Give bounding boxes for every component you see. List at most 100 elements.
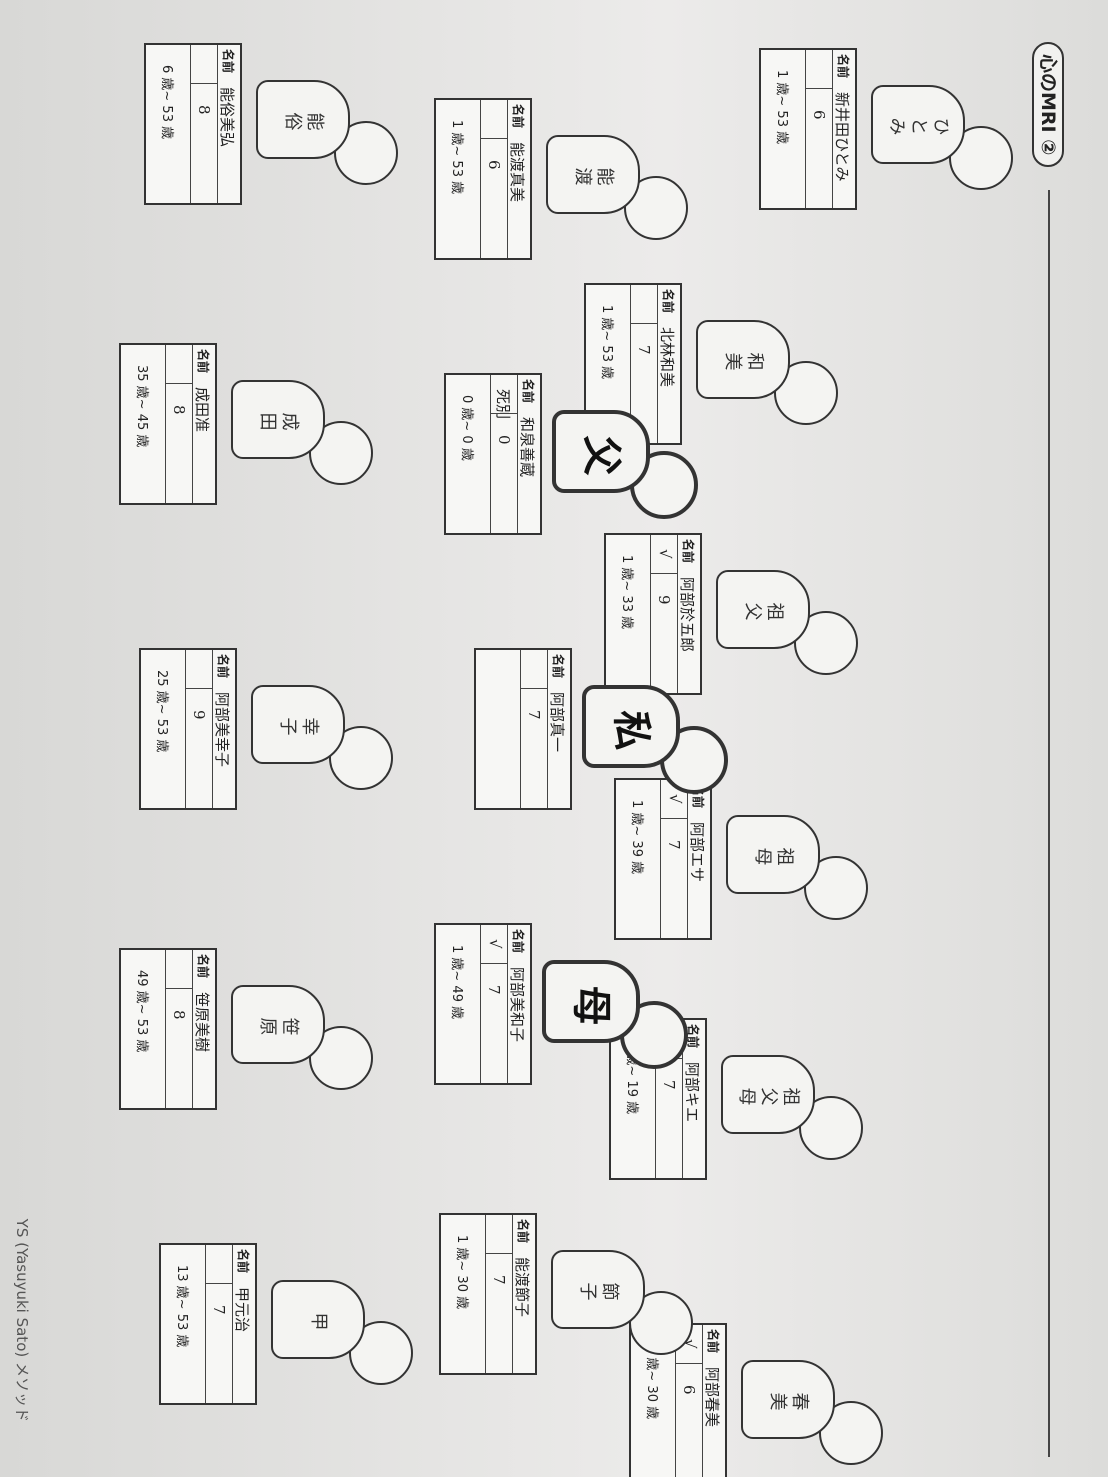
person-r3c5: 甲名前甲元治 7 13 歳~ 53 歳 — [159, 1225, 413, 1405]
score-value: 6 — [810, 110, 828, 120]
person-figure-label: 私 — [582, 685, 680, 768]
person-figure-label: 笹原 — [231, 985, 325, 1064]
age-range: 25 歳~ 53 歳 — [154, 670, 169, 753]
person-name: 阿部美和子 — [508, 967, 526, 1043]
person-figure-label: 節子 — [551, 1250, 645, 1329]
person-name: 阿部春美 — [703, 1367, 721, 1428]
name-label: 名前 — [511, 104, 525, 129]
name-label: 名前 — [196, 349, 210, 374]
name-label: 名前 — [516, 1219, 530, 1244]
check-mark: 死別 — [494, 389, 512, 420]
name-card: 名前能渡真美 6 1 歳~ 53 歳 — [434, 98, 532, 260]
person-r2c3: 私名前阿部真一 7 — [474, 630, 728, 810]
person-name: 阿部エサ — [688, 822, 706, 883]
person-figure-label: 甲 — [271, 1280, 365, 1359]
age-range: 1 歳~ 53 歳 — [449, 120, 464, 195]
age-range: 1 歳~ 53 歳 — [774, 70, 789, 145]
person-name: 阿部美幸子 — [213, 692, 231, 768]
person-name: 能俗美弘 — [218, 87, 236, 148]
score-value: 7 — [635, 345, 653, 355]
score-value: 7 — [525, 710, 543, 720]
name-label: 名前 — [221, 49, 235, 74]
card-divider — [481, 138, 507, 139]
card-divider — [651, 573, 677, 574]
page-title: 心のMRI ② — [1032, 42, 1064, 168]
person-figure-label: 能俗 — [256, 80, 350, 159]
age-range: 6 歳~ 53 歳 — [159, 65, 174, 140]
score-value: 7 — [490, 1275, 508, 1285]
age-range: 49 歳~ 53 歳 — [134, 970, 149, 1053]
name-label: 名前 — [836, 54, 850, 79]
person-figure-label: 春美 — [741, 1360, 835, 1439]
name-card: 名前甲元治 7 13 歳~ 53 歳 — [159, 1243, 257, 1405]
person-name: 笹原美樹 — [193, 992, 211, 1053]
person-figure-label: 父 — [552, 410, 650, 493]
person-name: 能渡節子 — [513, 1257, 531, 1318]
person-name: 和泉善蔵 — [518, 417, 536, 478]
card-divider — [191, 83, 217, 84]
card-divider — [166, 383, 192, 384]
card-divider — [481, 963, 507, 964]
person-figure-label: 幸子 — [251, 685, 345, 764]
score-value: 8 — [170, 1010, 188, 1020]
age-range: 13 歳~ 53 歳 — [174, 1265, 189, 1348]
name-label: 名前 — [216, 654, 230, 679]
card-divider — [491, 413, 517, 414]
card-divider — [166, 988, 192, 989]
name-card: 名前能俗美弘 8 6 歳~ 53 歳 — [144, 43, 242, 205]
name-label: 名前 — [706, 1329, 720, 1354]
person-name: 甲元治 — [233, 1287, 251, 1333]
person-r3c1: 能俗名前能俗美弘 8 6 歳~ 53 歳 — [144, 25, 398, 205]
score-value: 0 — [495, 435, 513, 445]
name-card: 名前阿部真一 7 — [474, 648, 572, 810]
person-figure-label: 能渡 — [546, 135, 640, 214]
person-name: 成田准 — [193, 387, 211, 433]
score-value: 9 — [190, 710, 208, 720]
person-r3c3: 幸子名前阿部美幸子 9 25 歳~ 53 歳 — [139, 630, 393, 810]
name-label: 名前 — [681, 539, 695, 564]
score-value: 7 — [485, 985, 503, 995]
score-value: 9 — [655, 595, 673, 605]
footer-credit: YS (Yasuyuki Sato) メソッド — [13, 1218, 31, 1422]
header-rule — [1048, 190, 1050, 1457]
age-range: 1 歳~ 33 歳 — [619, 555, 634, 630]
card-divider — [806, 88, 832, 89]
name-label: 名前 — [661, 289, 675, 314]
name-label: 名前 — [551, 654, 565, 679]
age-range: 0 歳~ 0 歳 — [459, 395, 474, 461]
check-mark: √ — [486, 939, 504, 949]
card-divider — [521, 688, 547, 689]
person-figure-label: 母 — [542, 960, 640, 1043]
age-range: 1 歳~ 49 歳 — [449, 945, 464, 1020]
person-name: 能渡真美 — [508, 142, 526, 203]
score-value: 6 — [485, 160, 503, 170]
score-value: 7 — [210, 1305, 228, 1315]
person-figure-label: 祖父 — [716, 570, 810, 649]
score-value: 7 — [665, 840, 683, 850]
age-range: 1 歳~ 39 歳 — [629, 800, 644, 875]
name-card: 名前阿部美幸子 9 25 歳~ 53 歳 — [139, 648, 237, 810]
person-name: 阿部真一 — [548, 692, 566, 753]
card-divider — [631, 323, 657, 324]
score-value: 8 — [195, 105, 213, 115]
person-figure-label: 祖父母 — [721, 1055, 815, 1134]
check-mark: √ — [656, 549, 674, 559]
person-figure-label: ひとみ — [871, 85, 965, 164]
person-figure-label: 祖母 — [726, 815, 820, 894]
card-divider — [661, 818, 687, 819]
name-label: 名前 — [236, 1249, 250, 1274]
age-range: 35 歳~ 45 歳 — [134, 365, 149, 448]
